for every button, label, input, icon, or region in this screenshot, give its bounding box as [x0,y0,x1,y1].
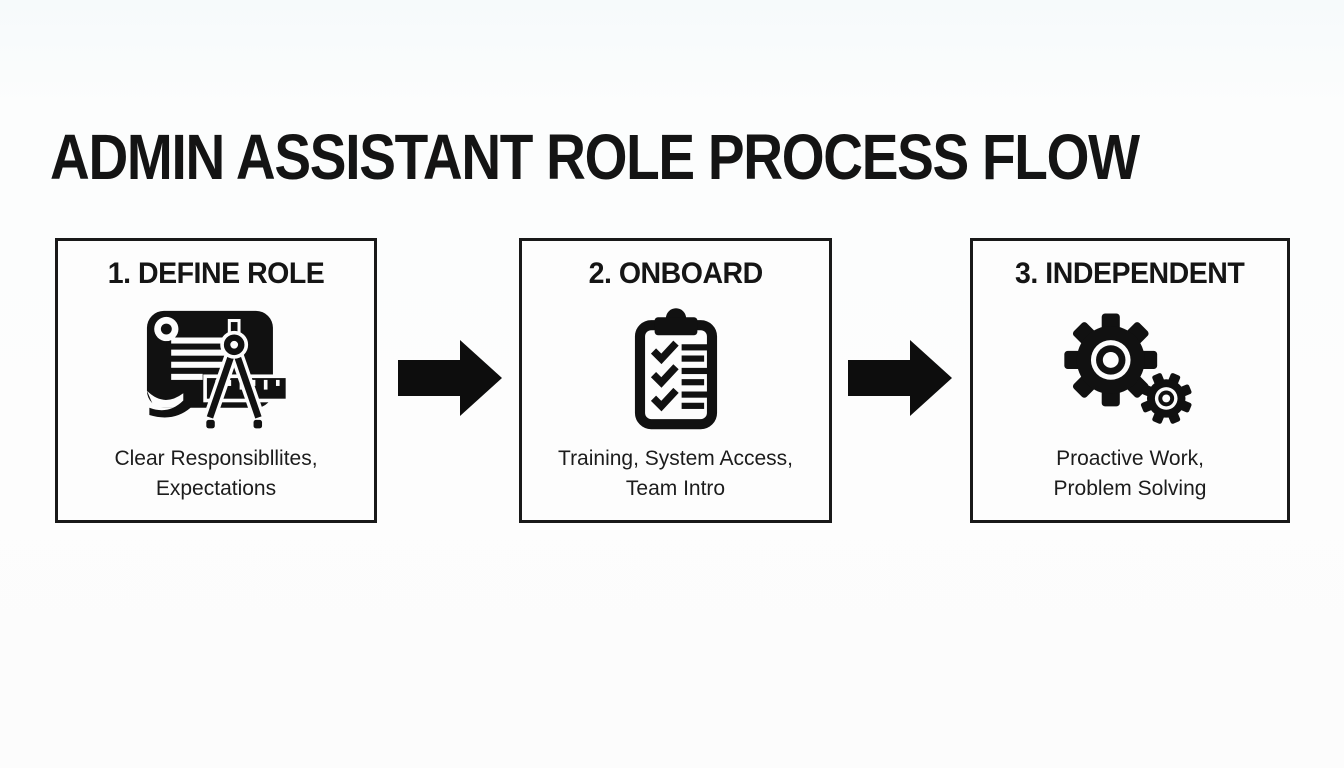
step-description-line: Proactive Work, [1056,447,1204,470]
step-heading: 2. ONBOARD [588,257,763,290]
step-box-onboard: 2. ONBOARD Training, Syste [519,238,832,523]
blueprint-compass-icon [137,305,295,433]
step-description-line: Training, System Access, [558,447,793,470]
step-description-line: Problem Solving [1053,477,1207,500]
gears-icon [1056,305,1204,433]
arrow-right-icon [848,340,952,416]
step-description: Proactive Work, Problem Solving [1054,444,1207,504]
step-heading: 3. INDEPENDENT [1015,257,1245,290]
step-description-line: Team Intro [625,477,726,500]
clipboard-checklist-icon [625,305,727,433]
step-description: Clear Responsibllites, Expectations [114,444,317,504]
step-description-line: Expectations [155,477,277,500]
step-description: Training, System Access, Team Intro [558,444,793,504]
page-title: ADMIN ASSISTANT ROLE PROCESS FLOW [50,121,1140,193]
step-heading: 1. DEFINE ROLE [107,257,325,290]
step-box-independent: 3. INDEPENDENT [970,238,1290,523]
step-box-define-role: 1. DEFINE ROLE [55,238,377,523]
arrow-right-icon [398,340,502,416]
step-description-line: Clear Responsibllites, [114,447,318,470]
